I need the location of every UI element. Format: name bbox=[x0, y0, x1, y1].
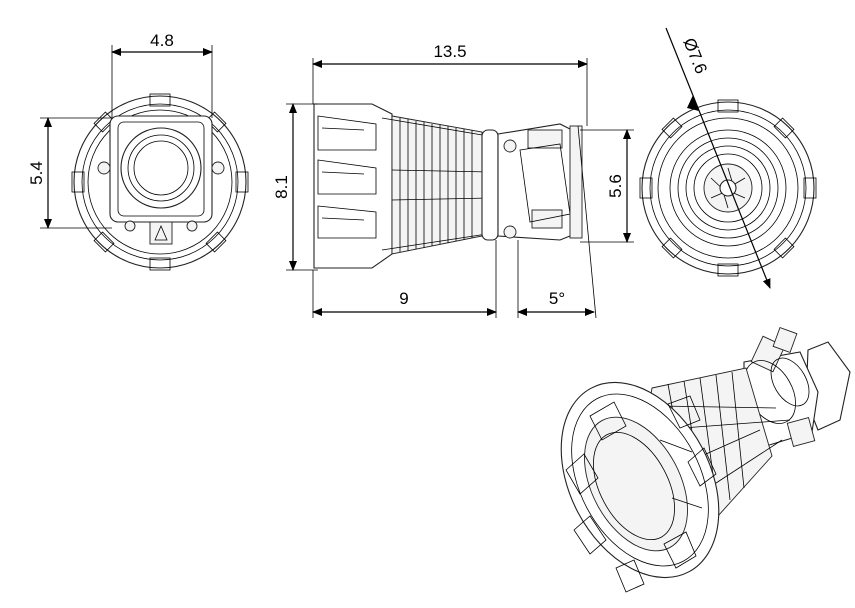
dim-label-side-angle: 5° bbox=[549, 289, 565, 308]
dim-front-height: 5.4 bbox=[27, 117, 112, 229]
rear-view bbox=[639, 99, 817, 277]
isometric-view bbox=[560, 326, 851, 593]
dim-label-rear-diameter: Ø7.6 bbox=[679, 35, 710, 76]
dim-label-side-length: 13.5 bbox=[433, 42, 466, 61]
side-view bbox=[313, 103, 583, 269]
dim-front-width: 4.8 bbox=[111, 31, 213, 118]
dim-side-height: 8.1 bbox=[272, 103, 318, 271]
dim-side-angle: 5° bbox=[517, 125, 597, 319]
dim-side-front-length: 9 bbox=[312, 240, 497, 318]
dim-label-front-height: 5.4 bbox=[27, 161, 46, 185]
dim-label-front-width: 4.8 bbox=[150, 31, 174, 50]
dim-label-side-height: 8.1 bbox=[272, 175, 291, 199]
dim-label-side-rear-height: 5.6 bbox=[606, 174, 625, 198]
front-view bbox=[71, 93, 249, 271]
dim-side-rear-height: 5.6 bbox=[580, 129, 634, 243]
dim-side-length: 13.5 bbox=[312, 42, 588, 126]
dim-label-side-front-length: 9 bbox=[399, 289, 408, 308]
